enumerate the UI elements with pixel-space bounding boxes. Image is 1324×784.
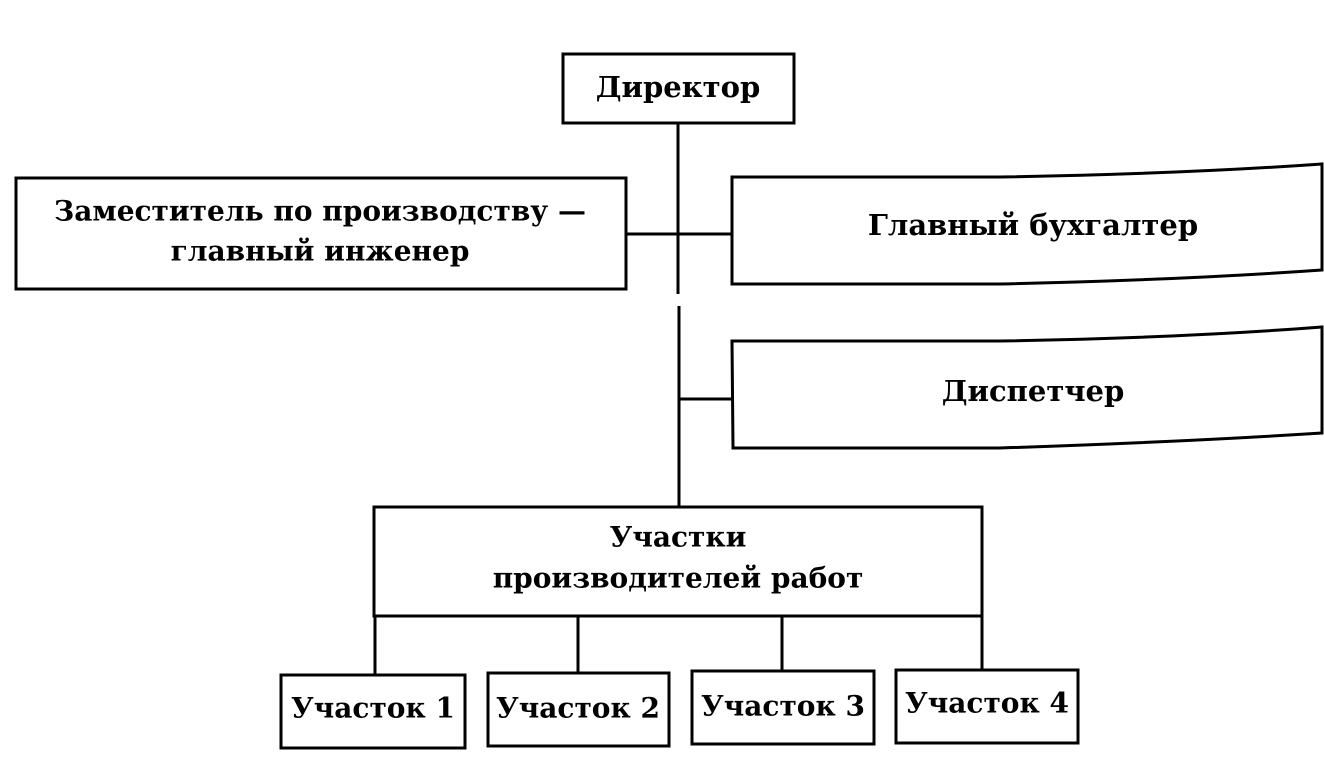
node-dispatcher-label: Диспетчер — [942, 374, 1125, 408]
node-accountant-label: Главный бухгалтер — [868, 208, 1198, 242]
node-sites-label-line2: производителей работ — [493, 562, 864, 595]
connectors — [373, 123, 984, 675]
node-site1: Участок 1 — [279, 673, 467, 750]
node-deputy-label-line1: Заместитель по производству — — [54, 195, 586, 228]
node-site3: Участок 3 — [690, 669, 876, 746]
node-site4-label: Участок 4 — [905, 687, 1069, 720]
node-site2: Участок 2 — [486, 671, 671, 748]
node-site4: Участок 4 — [894, 668, 1080, 745]
node-site2-label: Участок 2 — [496, 692, 660, 725]
node-sites: Участки производителей работ — [372, 505, 984, 618]
node-deputy-label-line2: главный инженер — [171, 235, 470, 268]
node-sites-label-line1: Участки — [610, 521, 747, 554]
node-deputy: Заместитель по производству — главный ин… — [14, 176, 628, 291]
node-site1-label: Участок 1 — [291, 692, 455, 725]
node-site3-label: Участок 3 — [701, 690, 865, 723]
node-accountant: Главный бухгалтер — [730, 162, 1324, 286]
node-director: Директор — [561, 52, 796, 125]
node-dispatcher: Диспетчер — [730, 325, 1324, 450]
node-director-label: Директор — [596, 70, 761, 104]
